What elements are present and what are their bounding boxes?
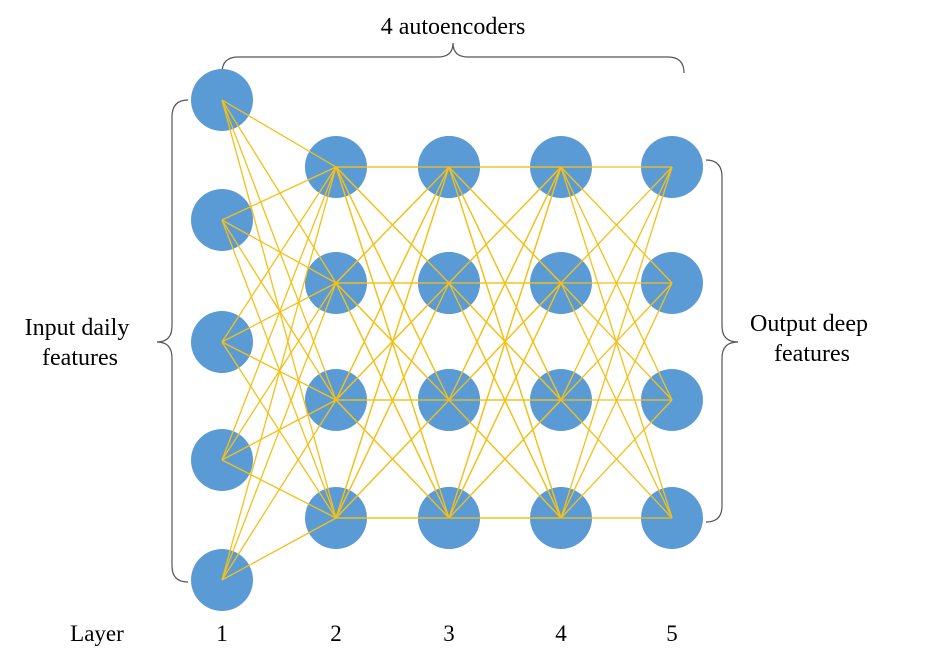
connection-l1n1-l2n1 <box>221 99 337 168</box>
connection-l1n4-l2n1 <box>221 166 337 461</box>
connection-overlay-l3n4-l4n2 <box>448 282 562 519</box>
output-label-line-2: features <box>774 341 850 367</box>
layer-number-5: 5 <box>666 621 678 646</box>
input-label-line-1: Input daily <box>25 315 130 341</box>
connection-l4n3-l5n1 <box>560 166 673 401</box>
connection-l4n2-l5n1 <box>560 166 673 284</box>
autoencoders-brace <box>221 42 685 74</box>
connection-l1n5-l2n3 <box>221 399 337 581</box>
connection-overlay-l2n4-l3n1 <box>335 166 450 519</box>
connection-l1n2-l2n2 <box>221 219 337 284</box>
connection-overlay-l2n2-l3n1 <box>335 166 450 284</box>
connection-overlay-l3n4-l4n3 <box>448 399 562 519</box>
layer-number-1: 1 <box>216 621 228 646</box>
layer-number-4: 4 <box>555 621 567 646</box>
diagram-title: 4 autoencoders <box>381 14 526 40</box>
outlined-neuron-group <box>335 136 562 549</box>
connection-l1n2-l2n3 <box>221 219 337 401</box>
connection-l4n4-l5n1 <box>560 166 673 519</box>
connection-l1n5-l2n4 <box>221 517 337 581</box>
connection-l4n4-l5n3 <box>560 399 673 519</box>
input-label-line-2: features <box>42 345 118 371</box>
connection-l1n1-l2n2 <box>221 99 337 284</box>
connection-overlay-l3n2-l4n1 <box>448 166 562 284</box>
connection-l1n3-l2n1 <box>221 166 337 343</box>
output-features-label: Output deep features <box>750 311 874 367</box>
layer-axis-label: Layer <box>70 621 124 646</box>
connection-l1n2-l2n1 <box>221 166 337 221</box>
connection-overlay-l3n4-l4n1 <box>448 166 562 519</box>
connection-overlay-l2n4-l3n2 <box>335 282 450 519</box>
connection-l1n5-l2n1 <box>221 166 337 581</box>
connection-l1n2-l2n4 <box>221 219 337 519</box>
layer-number-3: 3 <box>443 621 455 646</box>
input-features-brace <box>156 99 189 583</box>
connection-l1n5-l2n2 <box>221 282 337 581</box>
input-features-label: Input daily features <box>25 315 136 371</box>
connection-l1n1-l2n3 <box>221 99 337 401</box>
connection-overlay-l3n3-l4n1 <box>448 166 562 401</box>
connection-l4n4-l5n2 <box>560 282 673 519</box>
layer-number-2: 2 <box>330 621 342 646</box>
output-features-brace <box>705 159 739 523</box>
connection-overlay-l2n3-l3n1 <box>335 166 450 401</box>
output-label-line-1: Output deep <box>750 311 868 337</box>
connection-overlay-l2n4-l3n3 <box>335 399 450 519</box>
